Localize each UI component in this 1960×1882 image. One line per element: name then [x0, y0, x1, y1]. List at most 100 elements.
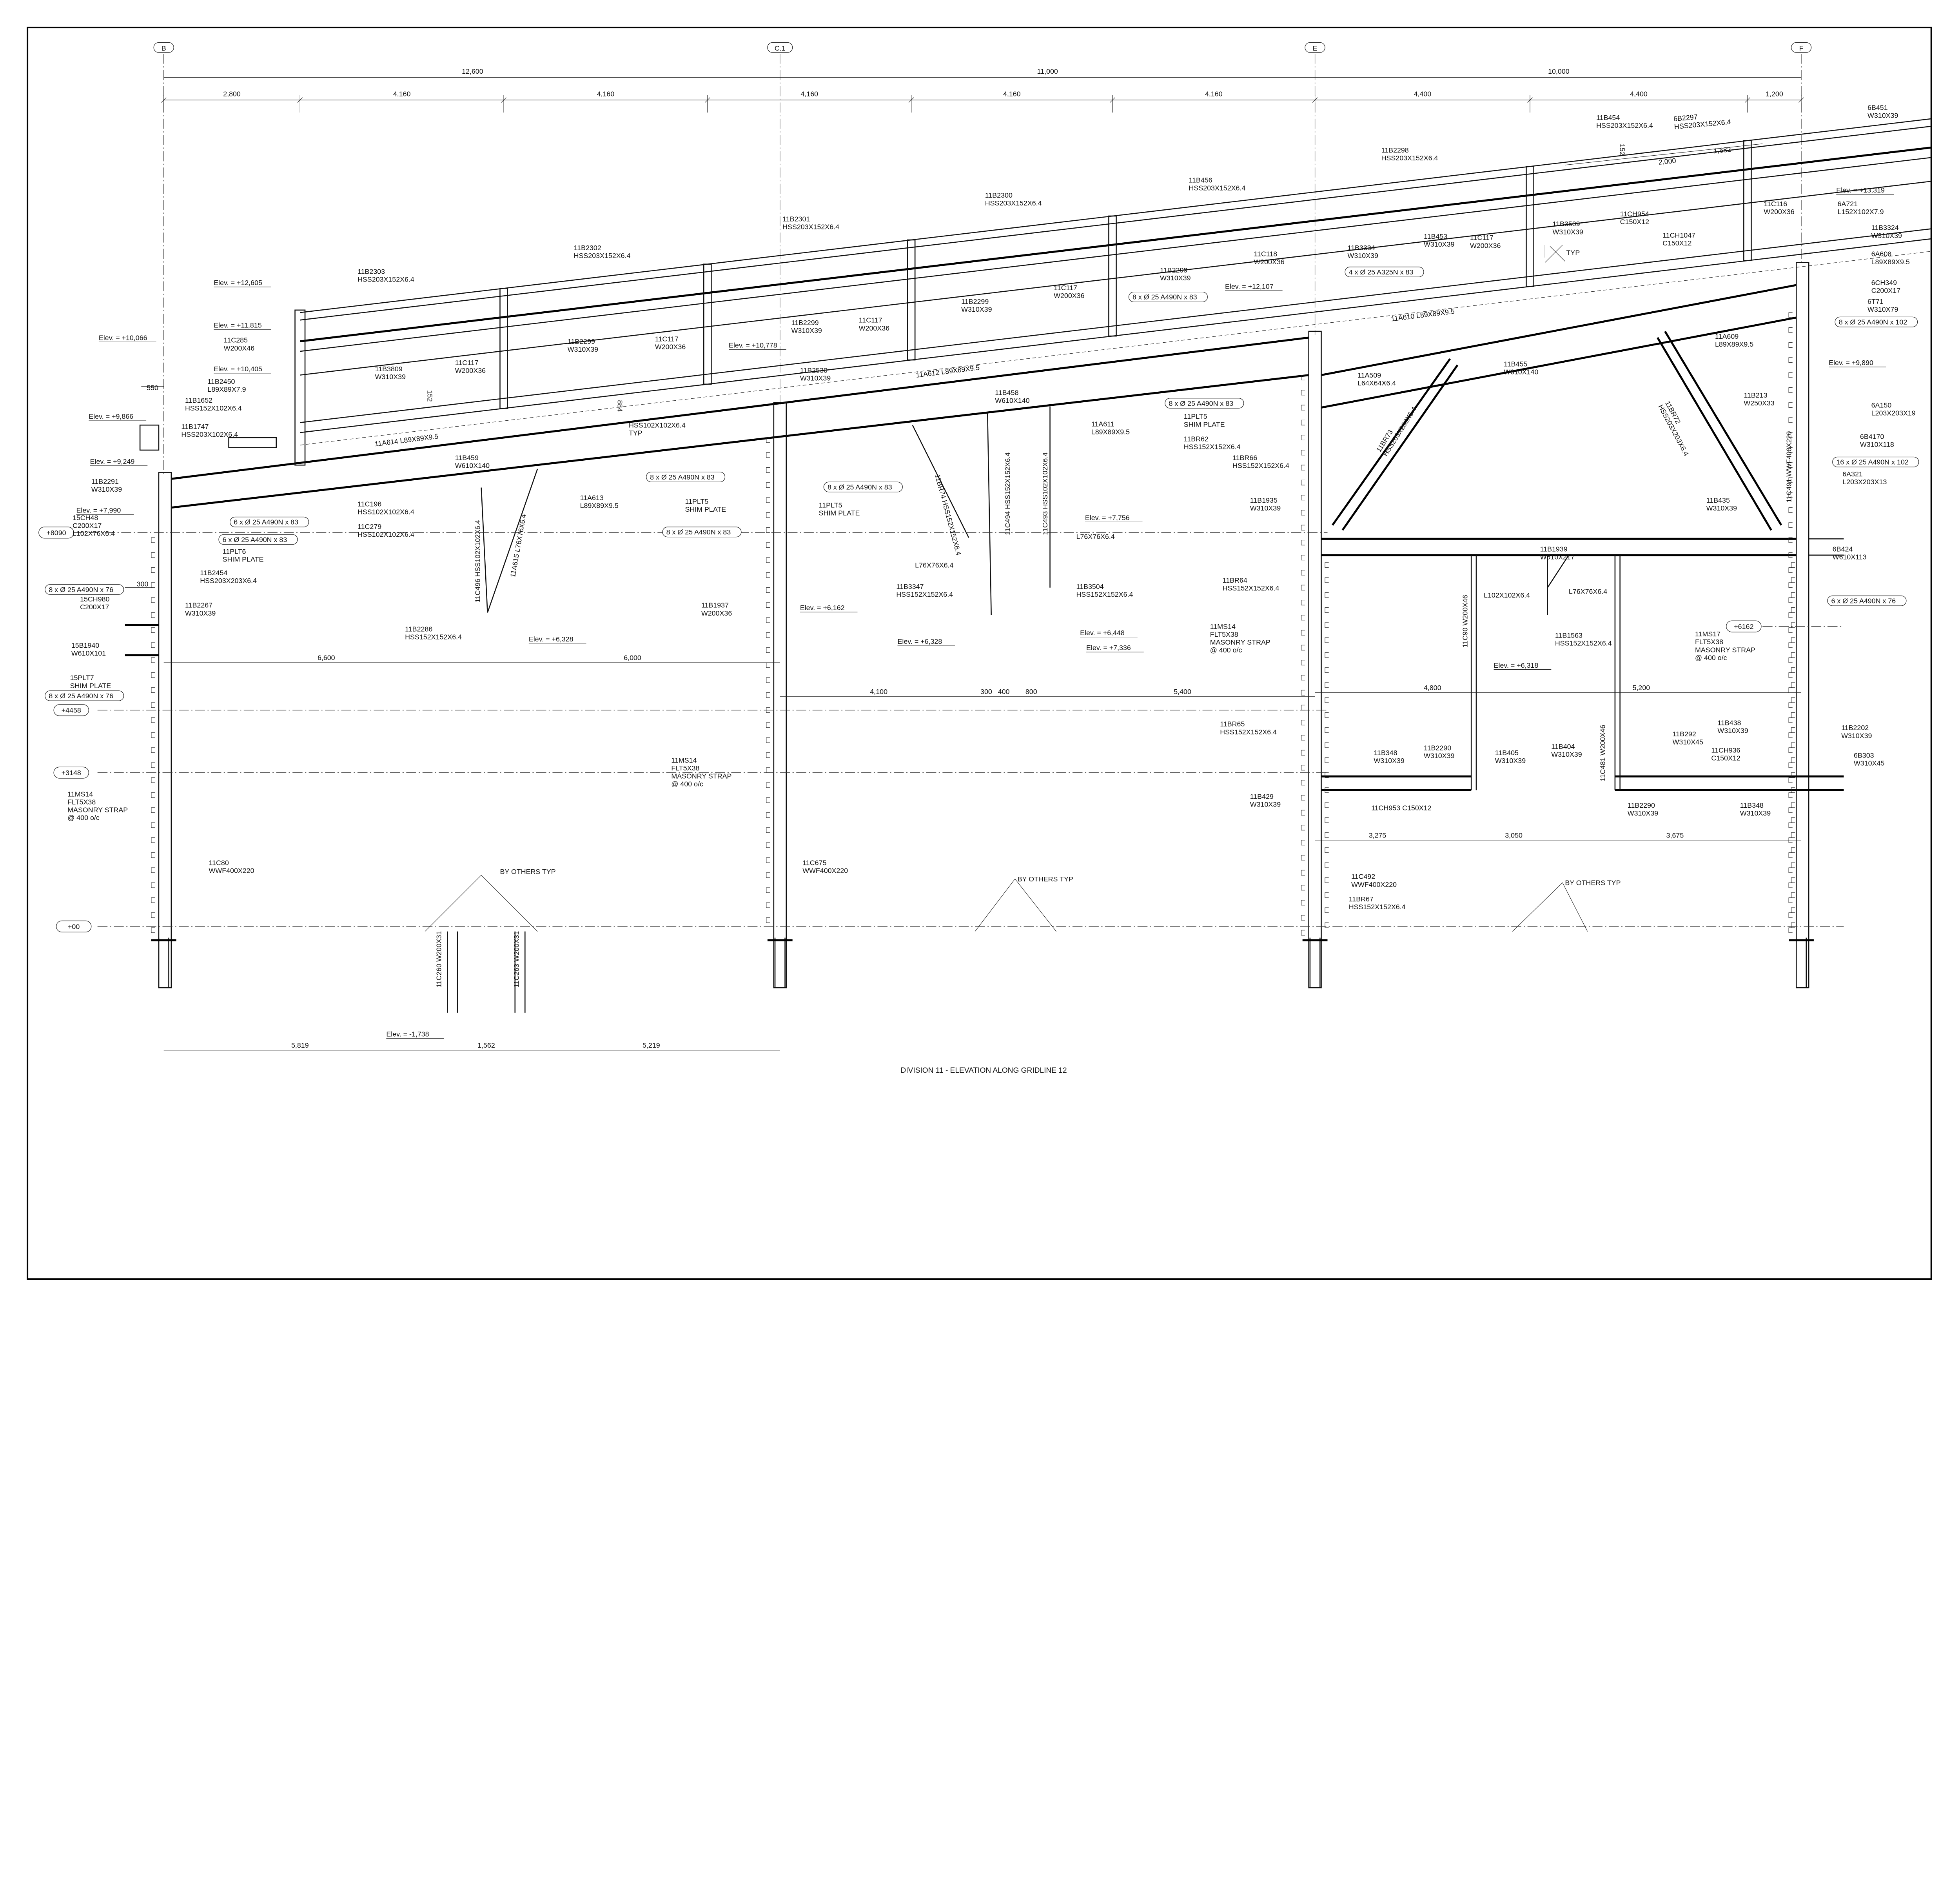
- structure: [72, 118, 1931, 1013]
- member-label: 11CH953 C150X12: [1371, 804, 1432, 812]
- member-label: 11A610 L89X89X9.5: [1390, 307, 1455, 323]
- member-mark: 11B429: [1250, 793, 1274, 801]
- member-size: W310X45: [1673, 738, 1703, 746]
- member-mark: 11C491 WWF400X220: [1785, 431, 1793, 503]
- member-label: 11BR72HSS203X203X6.4: [1657, 400, 1697, 457]
- member-mark: 11B2299: [568, 338, 595, 345]
- member-mark: 11C117: [859, 316, 882, 324]
- member-mark: 11MS14: [67, 790, 93, 798]
- member-size: SHIM PLATE: [1184, 420, 1225, 428]
- member-mark: 11A509: [1357, 371, 1381, 379]
- member-mark: 11BR62: [1184, 435, 1209, 443]
- member-mark: 11B459: [455, 454, 479, 461]
- level-label: +6162: [1734, 623, 1753, 630]
- member-mark: 11B2299: [961, 298, 989, 305]
- dimension-label: 4,160: [393, 90, 411, 98]
- level-marker: +6162: [1726, 620, 1762, 632]
- notes: BY OTHERS TYP BY OTHERS TYP BY OTHERS TY…: [500, 245, 1621, 887]
- member-size: W310X39: [1706, 504, 1737, 512]
- member-mark: 11B2300: [985, 191, 1013, 199]
- member-size: L152X102X7.9: [1838, 208, 1884, 216]
- member-size: WWF400X220: [1351, 881, 1397, 888]
- member-size: W200X36: [1764, 208, 1794, 216]
- dimension-label: 3,275: [1369, 831, 1387, 839]
- dimension-label: 11,000: [1037, 67, 1058, 75]
- level-marker: +4458: [53, 704, 89, 716]
- elevation-label: Elev. = +11,815: [214, 321, 261, 329]
- member-mark: 11B438: [1717, 719, 1741, 727]
- member-size: L64X64X6.4: [1357, 379, 1396, 387]
- member-size: L89X89X9.5: [1715, 340, 1753, 348]
- dimension-label: 2,800: [223, 90, 241, 98]
- elevation-label: Elev. = +10,066: [99, 334, 147, 342]
- member-size: @ 400 o/c: [671, 780, 703, 788]
- elevation-label: Elev. = +10,405: [214, 365, 262, 373]
- member-size: HSS203X203X6.4: [200, 577, 257, 585]
- member-mark: 11B213: [1744, 391, 1767, 399]
- dimension-label: 6,600: [318, 654, 335, 662]
- member-mark: 11BR65: [1220, 720, 1245, 728]
- member-label: 11C260 W200X31: [435, 931, 443, 988]
- dimension-label: 4,800: [1424, 684, 1441, 692]
- elevation-label: Elev. = -1,738: [386, 1030, 429, 1038]
- member-label: 11A615 L76X76X6.4: [509, 513, 528, 578]
- member-mark: 11BR67: [1349, 895, 1374, 903]
- member-mark: 6B451: [1867, 104, 1888, 112]
- member-mark: 11C90 W200X46: [1461, 595, 1469, 648]
- bolt-callout-text: 8 x Ø 25 A490N x 76: [49, 692, 113, 700]
- member-mark: 6A150: [1871, 401, 1892, 409]
- member-label: 11C493 HSS102X102X6.4: [1041, 452, 1049, 535]
- member-size: WWF400X220: [802, 867, 848, 875]
- dimension-label: 550: [147, 384, 158, 392]
- member-mark: 11B453: [1424, 233, 1447, 240]
- member-size: W310X39: [961, 305, 992, 313]
- member-size: W200X36: [701, 609, 732, 617]
- member-size: MASONRY STRAP: [67, 806, 128, 814]
- grid-bubble-c1: C.1: [767, 42, 793, 53]
- dimension-label: 1,562: [477, 1041, 495, 1049]
- member-mark: 6A321: [1842, 470, 1863, 478]
- member-size: FLT5X38: [1210, 630, 1238, 638]
- member-size: @ 400 o/c: [1695, 654, 1727, 661]
- member-size: W200X36: [1470, 242, 1501, 249]
- member-mark: 11A612 L89X89X9.5: [915, 363, 980, 379]
- dimension-label: 300: [980, 688, 992, 696]
- member-mark: L76X76X6.4: [1569, 588, 1607, 596]
- dimension-label: 4,100: [870, 688, 887, 696]
- level-label: +3148: [62, 769, 81, 777]
- member-mark: L102X102X6.4: [1484, 591, 1530, 599]
- member-mark: 11B1937: [701, 601, 729, 609]
- member-size: W200X36: [1254, 258, 1284, 266]
- member-size: W310X39: [1740, 809, 1771, 817]
- member-label: L76X76X6.4: [1569, 588, 1607, 596]
- member-size: W310X45: [1854, 759, 1884, 767]
- dimension-label: 152: [1619, 144, 1626, 156]
